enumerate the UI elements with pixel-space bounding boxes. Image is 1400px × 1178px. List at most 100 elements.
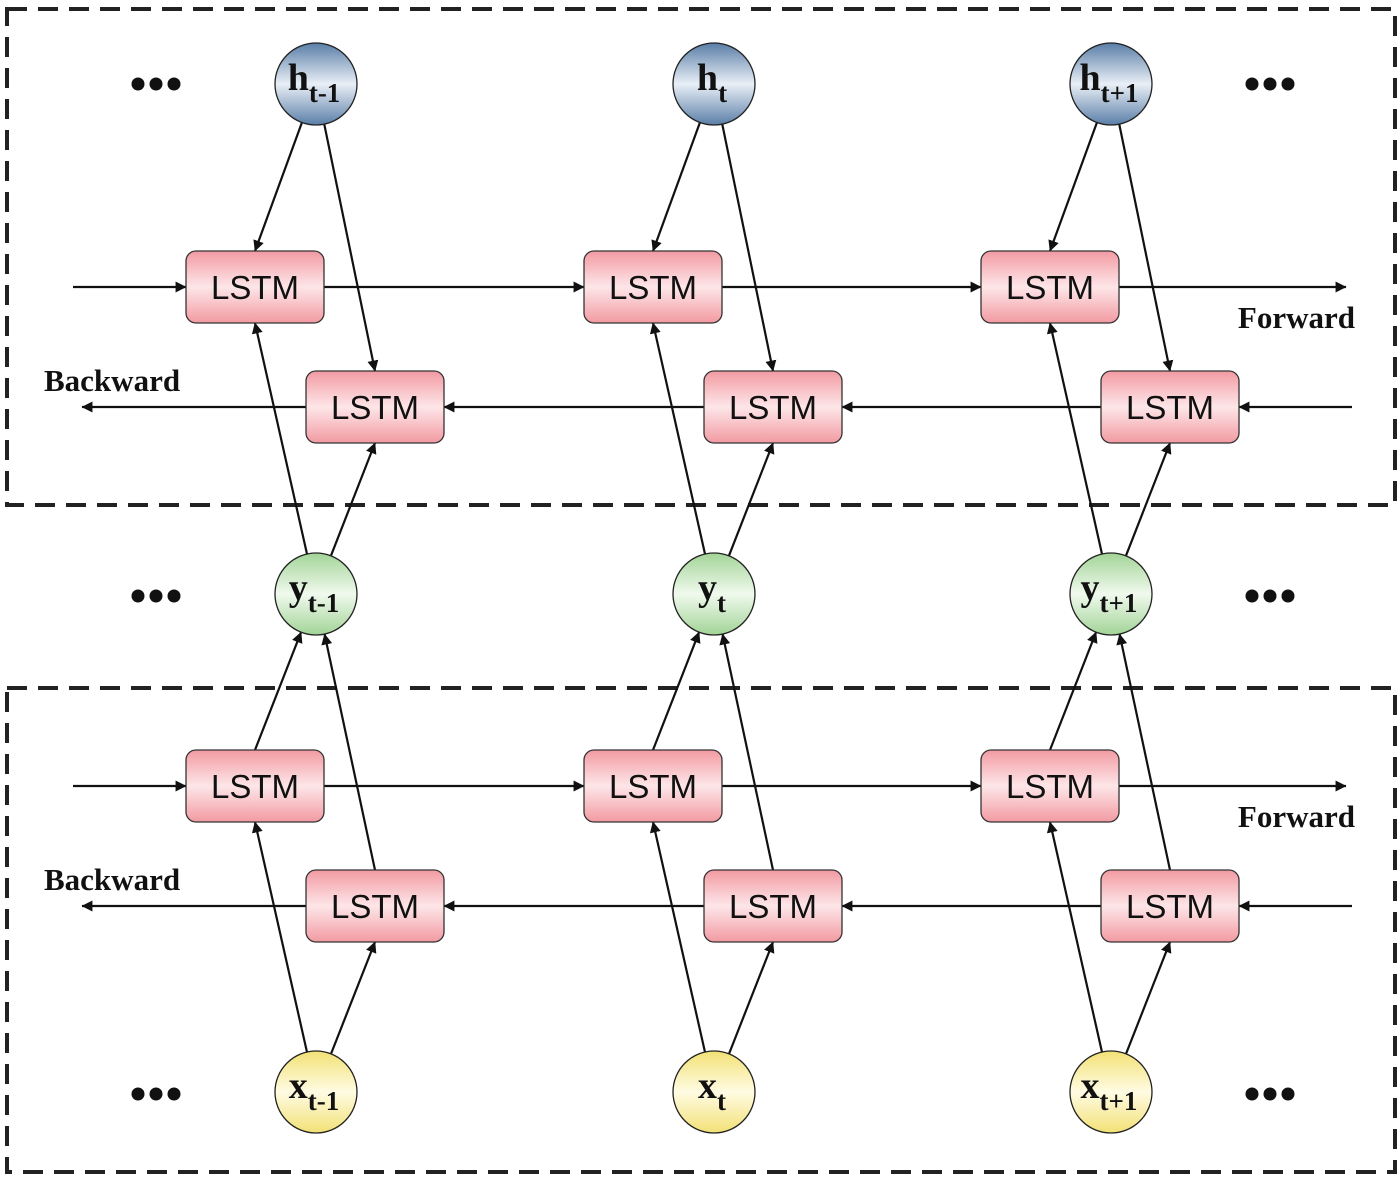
lstm-label: LSTM <box>211 269 299 306</box>
lower-backward-lstm-2: LSTM <box>1100 869 1240 943</box>
x-node-circle <box>274 1050 358 1134</box>
h-to-backward-lstm-arrow-1 <box>721 123 777 372</box>
h-node-2: ht+1 <box>1069 42 1153 126</box>
upper-forward-label: Forward <box>1238 300 1355 335</box>
y-node-0: yt-1 <box>274 552 358 636</box>
h-symbol: h <box>697 57 718 99</box>
h-node-circle <box>274 42 358 126</box>
ellipsis-dot <box>131 589 145 603</box>
y-symbol: y <box>289 567 308 609</box>
y-node-circle <box>274 552 358 636</box>
ellipsis-dot <box>167 77 181 91</box>
ellipsis-dot <box>149 589 163 603</box>
backward-lstm-to-y-arrow-0 <box>321 633 377 871</box>
x-to-forward-lstm-arrow-1 <box>649 821 707 1053</box>
ellipsis-dot <box>1245 1087 1259 1101</box>
x-symbol: x <box>698 1065 717 1107</box>
lstm-cell-box <box>1100 869 1240 943</box>
ellipsis-dot <box>1281 77 1295 91</box>
forward-lstm-to-y-arrow-0 <box>253 631 303 751</box>
y-to-backward-lstm-arrow-1 <box>727 442 775 557</box>
h-symbol: h <box>288 57 309 99</box>
lstm-label: LSTM <box>331 389 419 426</box>
lstm-cell-box <box>583 749 723 823</box>
ellipsis-5 <box>1245 1087 1295 1101</box>
upper-backward-lstm-2: LSTM <box>1100 370 1240 444</box>
upper-backward-label: Backward <box>44 363 180 398</box>
x-to-backward-lstm-arrow-1 <box>727 941 775 1055</box>
h-node-circle <box>1069 42 1153 126</box>
lstm-label: LSTM <box>1126 888 1214 925</box>
h-to-backward-lstm-arrow-0 <box>323 123 379 372</box>
lower-bilstm-frame <box>5 686 1397 1174</box>
x-node-0: xt-1 <box>274 1050 358 1134</box>
x-node-label: xt <box>698 1065 726 1116</box>
lower-forward-lstm-1: LSTM <box>583 749 723 823</box>
h-node-0: ht-1 <box>274 42 358 126</box>
ellipsis-dot <box>1245 589 1259 603</box>
lstm-cell-box <box>980 749 1120 823</box>
x-subscript: t <box>717 1086 726 1116</box>
ellipsis-3 <box>1245 589 1295 603</box>
ellipsis-0 <box>131 77 181 91</box>
x-node-label: xt-1 <box>289 1065 339 1116</box>
lower-backward-lstm-1: LSTM <box>703 869 843 943</box>
x-subscript: t+1 <box>1100 1086 1138 1116</box>
x-to-forward-lstm-arrow-2 <box>1046 821 1104 1053</box>
y-node-1: yt <box>672 552 756 636</box>
h-node-label: ht-1 <box>288 57 341 108</box>
h-to-forward-lstm-arrow-1 <box>651 122 701 252</box>
lstm-label: LSTM <box>729 389 817 426</box>
forward-lstm-to-y-arrow-1 <box>651 631 701 751</box>
y-to-backward-lstm-arrow-0 <box>329 442 377 557</box>
lstm-cells-layer: LSTM LSTM LSTM LSTM LSTM LSTM LSTM LSTM LSTM LSTM… <box>185 250 1240 943</box>
x-symbol: x <box>289 1065 308 1107</box>
y-to-forward-lstm-arrow-1 <box>649 322 707 555</box>
backward-lstm-to-y-arrow-2 <box>1116 633 1172 871</box>
h-node-label: ht <box>697 57 727 108</box>
x-node-2: xt+1 <box>1069 1050 1153 1134</box>
lstm-label: LSTM <box>1126 389 1214 426</box>
upper-forward-lstm-0: LSTM <box>185 250 325 324</box>
x-node-label: xt+1 <box>1081 1065 1138 1116</box>
backward-lstm-to-y-arrow-1 <box>719 633 775 871</box>
ellipsis-dot <box>149 1087 163 1101</box>
edges-layer <box>73 122 1352 1055</box>
upper-backward-lstm-1: LSTM <box>703 370 843 444</box>
x-node-circle <box>1069 1050 1153 1134</box>
lstm-cell-box <box>185 250 325 324</box>
lstm-label: LSTM <box>609 269 697 306</box>
ellipsis-dot <box>149 77 163 91</box>
ellipsis-4 <box>131 1087 181 1101</box>
ellipsis-dot <box>131 1087 145 1101</box>
upper-backward-lstm-0: LSTM <box>305 370 445 444</box>
y-to-backward-lstm-arrow-2 <box>1124 442 1172 557</box>
ellipsis-dot <box>1263 1087 1277 1101</box>
h-symbol: h <box>1079 57 1100 99</box>
lstm-cell-box <box>185 749 325 823</box>
lower-forward-label: Forward <box>1238 799 1355 834</box>
upper-forward-lstm-1: LSTM <box>583 250 723 324</box>
x-node-1: xt <box>672 1050 756 1134</box>
lstm-label: LSTM <box>609 768 697 805</box>
lower-forward-lstm-0: LSTM <box>185 749 325 823</box>
x-to-backward-lstm-arrow-2 <box>1124 941 1172 1055</box>
y-to-forward-lstm-arrow-0 <box>251 322 309 555</box>
ellipsis-dot <box>1245 77 1259 91</box>
y-node-2: yt+1 <box>1069 552 1153 636</box>
lstm-label: LSTM <box>211 768 299 805</box>
lstm-cell-box <box>305 869 445 943</box>
ellipsis-dot <box>1281 589 1295 603</box>
ellipsis-dot <box>131 77 145 91</box>
ellipsis-dot <box>167 1087 181 1101</box>
h-subscript: t+1 <box>1101 78 1139 108</box>
upper-bilstm-frame <box>5 7 1397 507</box>
ellipsis-2 <box>131 589 181 603</box>
lstm-label: LSTM <box>1006 269 1094 306</box>
y-node-circle <box>672 552 756 636</box>
x-node-circle <box>672 1050 756 1134</box>
